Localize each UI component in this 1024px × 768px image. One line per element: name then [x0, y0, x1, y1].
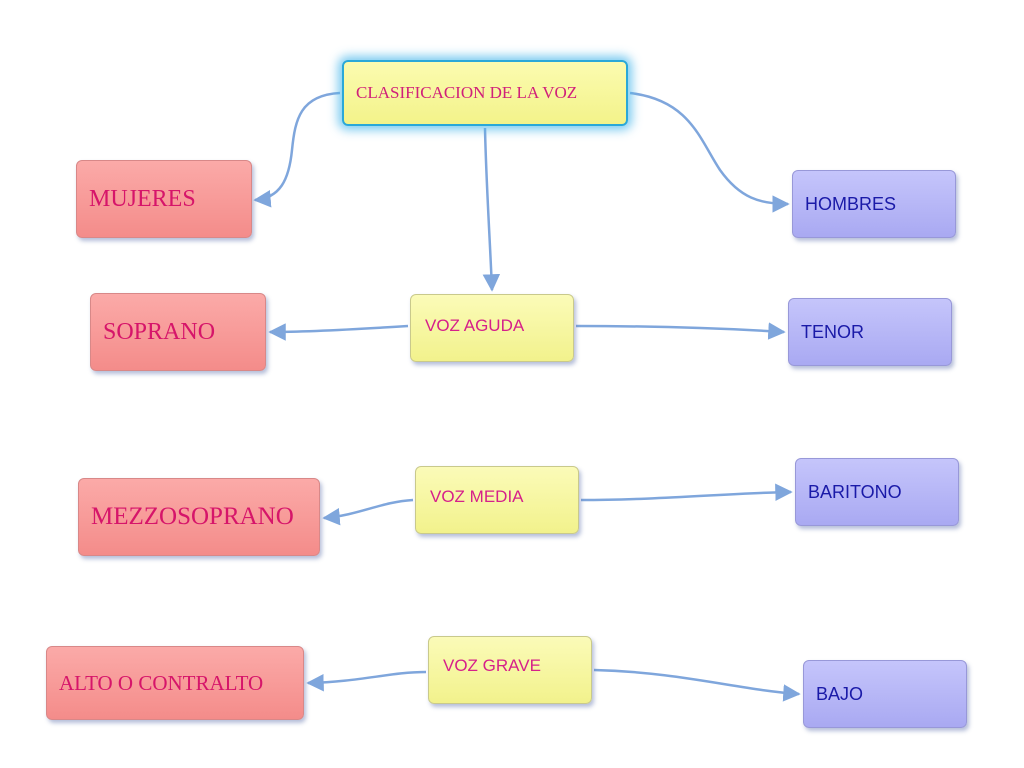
male-mid-label: BARITONO — [808, 481, 902, 502]
male-low-node: BAJO — [803, 660, 967, 728]
range-mid-label: VOZ MEDIA — [430, 487, 524, 506]
male-low-label: BAJO — [816, 683, 864, 704]
category-men-label: HOMBRES — [805, 193, 897, 214]
male-mid-node: BARITONO — [795, 458, 959, 526]
connector-grave-to-alto — [306, 670, 427, 692]
connector-root-to-hombres — [629, 91, 790, 213]
category-women-label: MUJERES — [89, 185, 196, 212]
connector-grave-to-bajo — [593, 668, 801, 702]
range-low-node: VOZ GRAVE — [428, 636, 592, 704]
male-high-label: TENOR — [801, 321, 864, 342]
female-high-label: SOPRANO — [103, 318, 216, 345]
connector-root-to-voz-aguda — [482, 127, 501, 292]
female-mid-node: MEZZOSOPRANO — [78, 478, 320, 556]
female-mid-label: MEZZOSOPRANO — [91, 503, 294, 530]
range-high-node: VOZ AGUDA — [410, 294, 574, 362]
category-women-node: MUJERES — [76, 160, 252, 238]
female-low-node: ALTO O CONTRALTO — [46, 646, 304, 720]
male-high-node: TENOR — [788, 298, 952, 366]
range-low-label: VOZ GRAVE — [443, 656, 541, 675]
female-high-node: SOPRANO — [90, 293, 266, 371]
root-label: CLASIFICACION DE LA VOZ — [356, 83, 578, 102]
connector-aguda-to-tenor — [575, 322, 786, 340]
range-mid-node: VOZ MEDIA — [415, 466, 579, 534]
female-low-label: ALTO O CONTRALTO — [59, 670, 264, 695]
connector-root-to-mujeres — [253, 91, 341, 208]
connector-aguda-to-soprano — [268, 323, 409, 341]
range-high-label: VOZ AGUDA — [425, 316, 525, 335]
connector-media-to-baritono — [580, 483, 793, 502]
root-node: CLASIFICACION DE LA VOZ — [342, 60, 628, 126]
connector-media-to-mezzo — [322, 498, 414, 526]
category-men-node: HOMBRES — [792, 170, 956, 238]
